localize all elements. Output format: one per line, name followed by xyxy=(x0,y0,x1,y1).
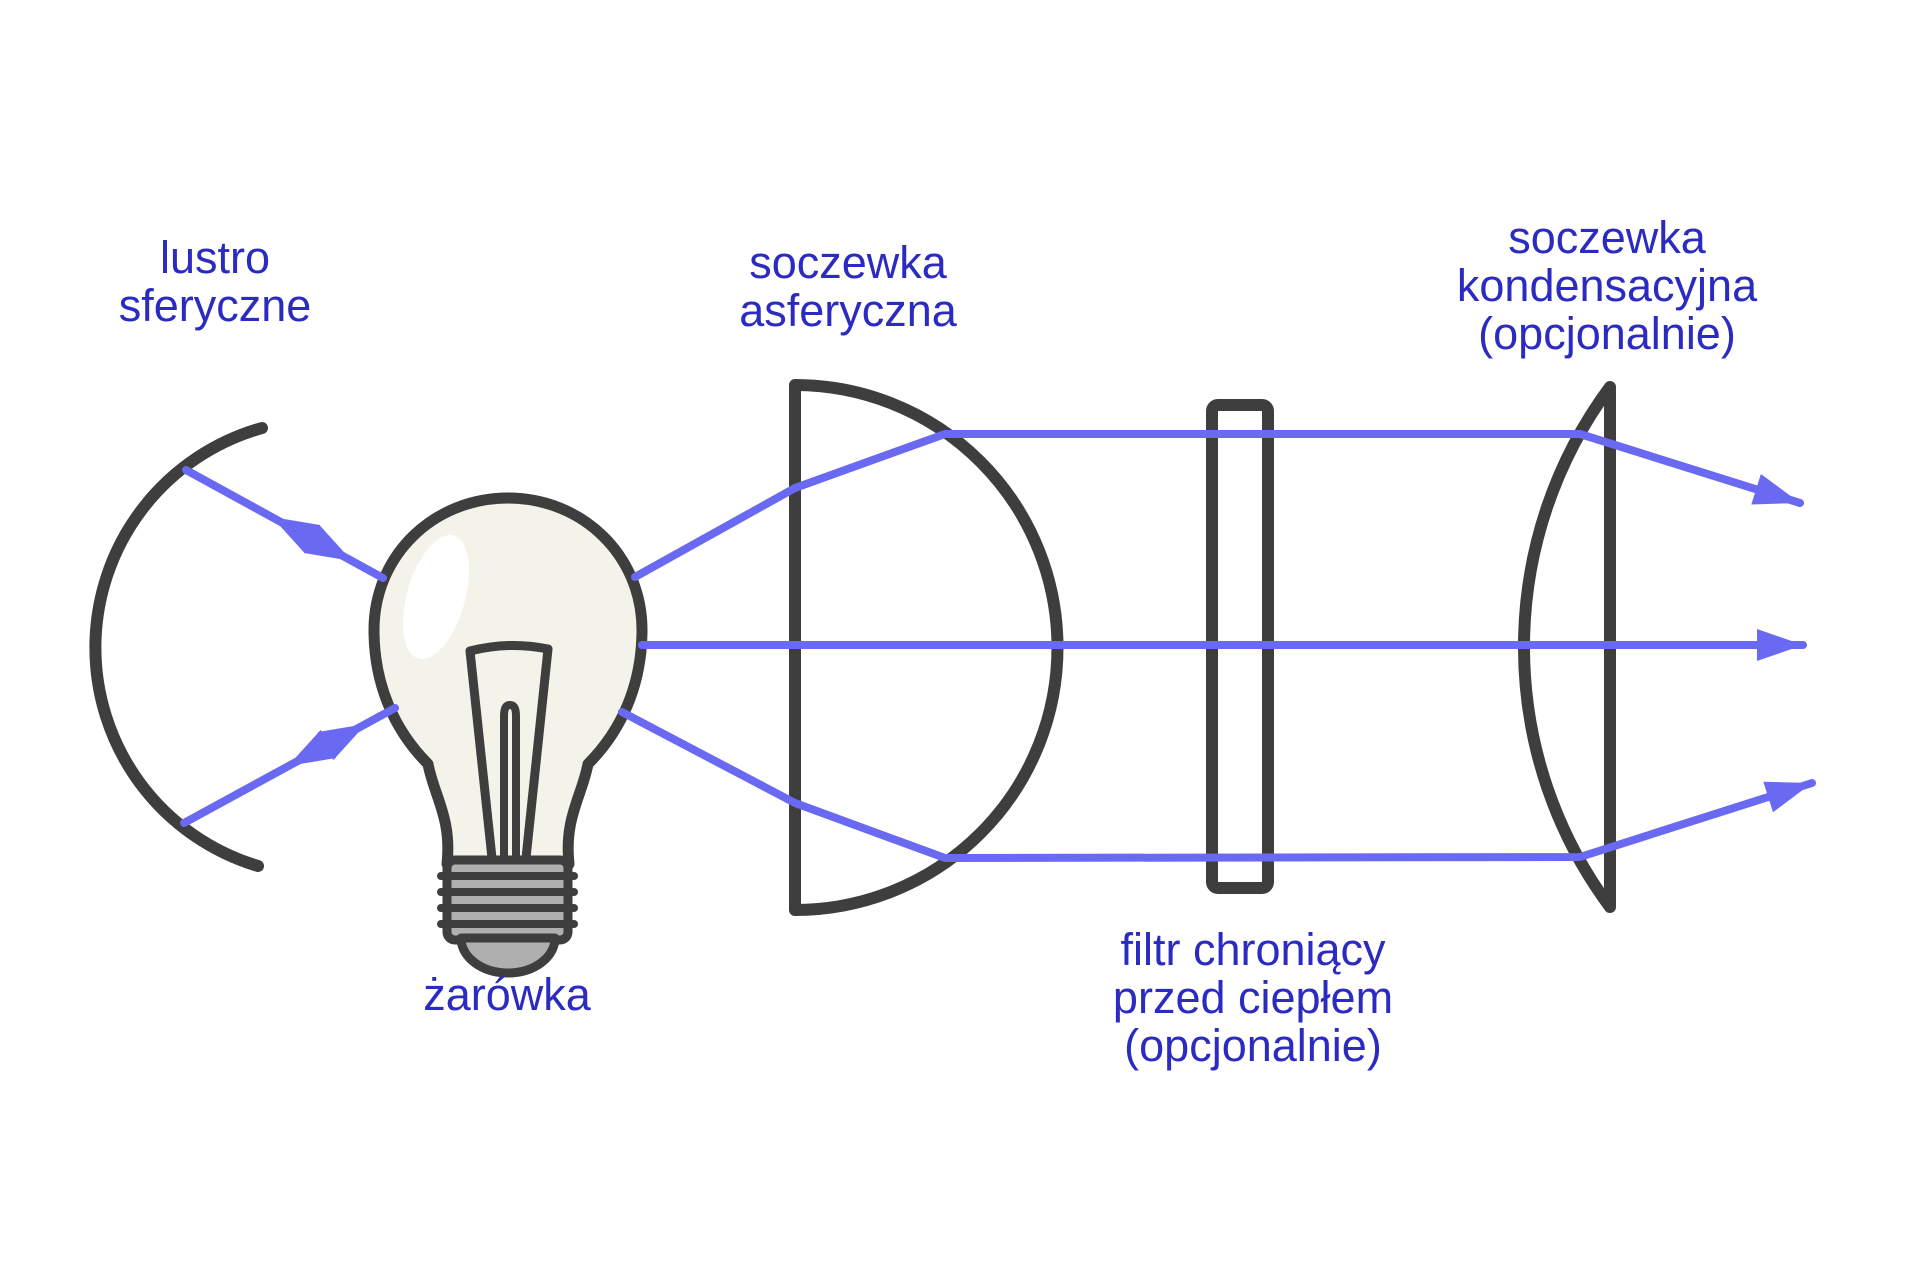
mirror-label-line: lustro xyxy=(159,232,271,283)
condenser-lens-icon xyxy=(1518,381,1616,913)
aspheric-lens-label: soczewka asferyczna xyxy=(739,239,957,335)
heat-filter-label-line: filtr chroniący xyxy=(1120,924,1386,975)
ray-top xyxy=(631,430,1804,581)
bulb-glass-highlight xyxy=(403,534,469,660)
arrowhead-icon xyxy=(272,517,321,554)
filament-stem-top xyxy=(465,640,553,656)
condenser-lens-label-line: kondensacyjna xyxy=(1456,260,1758,311)
heat-filter-label-line: przed ciepłem xyxy=(1112,972,1394,1023)
condenser-lens-label-line: soczewka xyxy=(1508,212,1706,263)
arrowhead-icon xyxy=(1751,473,1800,505)
bulb-base-tip xyxy=(456,933,560,978)
mirror-label: lustro sferyczne xyxy=(119,234,312,330)
light-bulb-icon xyxy=(368,492,648,978)
arrowhead-icon xyxy=(303,524,352,561)
aspheric-lens-label-line: soczewka xyxy=(749,237,947,288)
filament-wire xyxy=(500,701,520,864)
arrowhead-icon xyxy=(1757,629,1803,661)
filament-stem-right xyxy=(521,644,553,863)
condenser-lens-label: soczewka kondensacyjna (opcjonalnie) xyxy=(1457,214,1757,358)
arrowhead-icon xyxy=(317,724,366,761)
condenser-lens-label-line: (opcjonalnie) xyxy=(1478,308,1736,359)
mirror-label-line: sferyczne xyxy=(118,280,312,331)
aspheric-lens-icon xyxy=(789,379,1064,916)
bulb-label-line: żarówka xyxy=(423,969,591,1020)
heat-filter-label: filtr chroniący przed ciepłem (opcjonaln… xyxy=(1113,926,1393,1070)
heat-filter-label-line: (opcjonalnie) xyxy=(1124,1020,1382,1071)
aspheric-lens-label-line: asferyczna xyxy=(739,285,957,336)
ray-arrowheads xyxy=(272,473,1812,813)
ray-bottom xyxy=(618,708,1816,862)
filament-stem-left xyxy=(465,646,497,863)
arrowhead-icon xyxy=(1763,781,1812,813)
bulb-label: żarówka xyxy=(423,971,591,1019)
